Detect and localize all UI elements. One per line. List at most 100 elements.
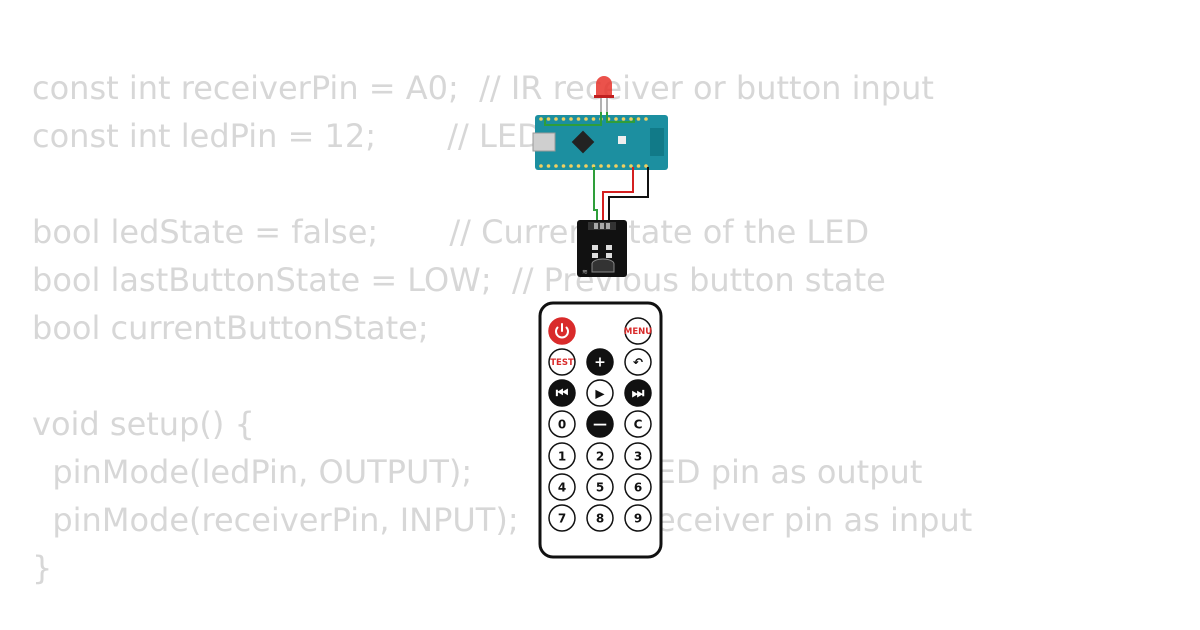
icsp-header — [650, 128, 664, 156]
code-line: pinMode(ledPin, OUTPUT); // Set LED pin … — [32, 453, 923, 491]
button-label: ⏭ — [632, 386, 645, 402]
board-pin — [644, 164, 648, 168]
board-pin — [584, 164, 588, 168]
reset-button — [618, 136, 626, 144]
remote-button-power[interactable] — [548, 317, 576, 345]
code-line: } — [32, 549, 53, 587]
button-label: 7 — [558, 512, 566, 526]
board-pin — [591, 117, 596, 121]
board-pin — [636, 164, 641, 168]
remote-button-c[interactable]: C — [624, 410, 652, 438]
code-line: bool ledState = false; // Current state … — [32, 213, 870, 251]
remote-button-next[interactable]: ⏭ — [624, 379, 652, 407]
usb-connector — [532, 132, 556, 152]
led-body — [596, 76, 612, 97]
button-circle — [548, 348, 576, 376]
remote-button-play[interactable]: ▶ — [586, 379, 614, 407]
remote-button-8[interactable]: 8 — [586, 504, 614, 532]
board-pin — [546, 164, 551, 168]
button-label: MENU — [624, 327, 652, 337]
board-pin — [614, 117, 618, 121]
receiver-chip-d — [606, 253, 612, 258]
board-pin — [539, 117, 543, 121]
remote-button-menu[interactable]: MENU — [624, 317, 652, 345]
button-circle — [624, 379, 652, 407]
receiver-chip-a — [592, 245, 598, 250]
button-circle — [548, 410, 576, 438]
board-pin — [621, 117, 626, 121]
ir-receiver-module[interactable]: ≋ — [577, 220, 627, 277]
wire-led-pin — [606, 112, 635, 123]
remote-button-9[interactable]: 9 — [624, 504, 652, 532]
button-circle — [586, 379, 614, 407]
button-label: TEST — [550, 358, 574, 368]
button-label: 1 — [558, 450, 566, 464]
remote-button-plus[interactable]: + — [586, 348, 614, 376]
wifi-icon: ≋ — [582, 268, 588, 276]
code-line: bool currentButtonState; — [32, 309, 429, 347]
board-pin — [554, 164, 558, 168]
board-pin — [576, 164, 581, 168]
remote-button-back[interactable]: ↶ — [624, 348, 652, 376]
button-circle — [624, 504, 652, 532]
board-pin — [629, 164, 633, 168]
wire-gnd-black — [608, 167, 649, 225]
remote-button-prev[interactable]: ⏮ — [548, 379, 576, 407]
remote-button-minus[interactable]: — — [586, 410, 614, 438]
board-pin — [584, 117, 588, 121]
code-line: bool lastButtonState = LOW; // Previous … — [32, 261, 886, 299]
receiver-pcb — [577, 220, 627, 277]
power-icon — [555, 323, 569, 339]
button-label: 6 — [634, 481, 642, 495]
button-circle — [624, 442, 652, 470]
button-circle — [586, 473, 614, 501]
board-pin — [554, 117, 558, 121]
board-pcb — [535, 115, 668, 170]
button-circle — [586, 410, 614, 438]
top-pin-row — [539, 117, 648, 121]
remote-button-2[interactable]: 2 — [586, 442, 614, 470]
wire-vcc-red — [602, 167, 634, 225]
button-label: 8 — [596, 512, 604, 526]
button-circle — [548, 379, 576, 407]
remote-button-6[interactable]: 6 — [624, 473, 652, 501]
remote-button-3[interactable]: 3 — [624, 442, 652, 470]
button-label: 5 — [596, 481, 604, 495]
board-pin — [539, 164, 543, 168]
board-pin — [599, 164, 603, 168]
button-label: ↶ — [633, 356, 643, 370]
button-circle — [548, 504, 576, 532]
led-rim — [594, 95, 614, 98]
button-label: ⏮ — [556, 386, 569, 402]
code-line: const int receiverPin = A0; // IR receiv… — [32, 69, 934, 107]
wires — [544, 112, 649, 225]
board-pin — [621, 164, 626, 168]
remote-button-1[interactable]: 1 — [548, 442, 576, 470]
remote-button-4[interactable]: 4 — [548, 473, 576, 501]
button-circle — [586, 348, 614, 376]
remote-button-5[interactable]: 5 — [586, 473, 614, 501]
board-pin — [576, 117, 581, 121]
button-circle — [624, 410, 652, 438]
button-label: 9 — [634, 512, 642, 526]
receiver-pin-1 — [594, 223, 598, 229]
button-label: — — [593, 417, 607, 433]
remote-button-test[interactable]: TEST — [548, 348, 576, 376]
board-pin — [561, 117, 566, 121]
remote-button-0[interactable]: 0 — [548, 410, 576, 438]
board-pin — [569, 164, 573, 168]
arduino-nano-board[interactable] — [532, 115, 668, 170]
board-pin — [614, 164, 618, 168]
board-pin — [546, 117, 551, 121]
ir-sensor-dome — [591, 258, 615, 273]
remote-button-7[interactable]: 7 — [548, 504, 576, 532]
receiver-pin-3 — [606, 223, 610, 229]
red-led[interactable] — [594, 76, 614, 112]
button-label: ▶ — [595, 387, 605, 401]
button-label: C — [634, 418, 643, 432]
board-pin — [636, 117, 641, 121]
board-pin — [561, 164, 566, 168]
button-label: + — [594, 355, 606, 371]
